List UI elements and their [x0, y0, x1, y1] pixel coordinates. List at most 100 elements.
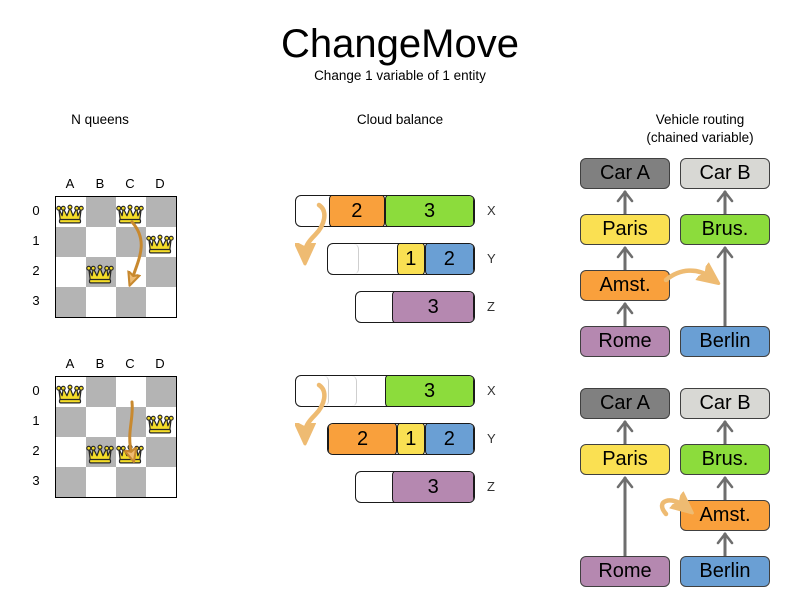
cloud-free-space-X-2	[357, 376, 385, 406]
board-cell-D3[interactable]	[146, 287, 176, 317]
board-cell-C1[interactable]	[116, 407, 146, 437]
board-cell-C1[interactable]	[116, 227, 146, 257]
board-cell-B0[interactable]	[86, 197, 116, 227]
board-cell-A1[interactable]	[56, 407, 86, 437]
board-cell-B2[interactable]	[86, 437, 116, 467]
cloud-process-Z-1[interactable]: 3	[392, 292, 474, 322]
section-heading-vehicle-routing-line1: Vehicle routing	[655, 112, 745, 127]
board-cell-B3[interactable]	[86, 287, 116, 317]
board-cell-A3[interactable]	[56, 467, 86, 497]
board-cell-C0[interactable]	[116, 197, 146, 227]
board-cell-A3[interactable]	[56, 287, 86, 317]
board-cell-D0[interactable]	[146, 377, 176, 407]
board-cell-C2[interactable]	[116, 437, 146, 467]
board-rank-label-0: 0	[32, 203, 40, 218]
cloud-bar-X[interactable]: 3	[295, 375, 475, 407]
cloud-bar-Z[interactable]: 3	[355, 471, 475, 503]
vrp-node-rome[interactable]: Rome	[580, 556, 670, 587]
vrp-node-rome[interactable]: Rome	[580, 326, 670, 357]
vrp-node-paris[interactable]: Paris	[580, 444, 670, 475]
board-cell-D2[interactable]	[146, 257, 176, 287]
board-cell-A1[interactable]	[56, 227, 86, 257]
page-subtitle: Change 1 variable of 1 entity	[314, 68, 486, 83]
cloud-process-Y-2[interactable]: 1	[397, 244, 425, 274]
cloud-process-Y-1[interactable]: 1	[397, 424, 425, 454]
nqueens-board-after[interactable]: A B C D 0 1 2 3	[30, 350, 190, 510]
board-cell-B3[interactable]	[86, 467, 116, 497]
board-file-label-D: D	[155, 356, 165, 371]
cloud-process-X-1[interactable]: 2	[328, 196, 385, 226]
vrp-node-brus[interactable]: Brus.	[680, 444, 770, 475]
vrp-node-carB[interactable]: Car B	[680, 158, 770, 189]
section-heading-vehicle-routing-line2: (chained variable)	[646, 130, 754, 146]
board-cell-A2[interactable]	[56, 257, 86, 287]
vrp-node-carA[interactable]: Car A	[580, 158, 670, 189]
board-rank-label-2: 2	[32, 443, 40, 458]
board-cell-D2[interactable]	[146, 437, 176, 467]
board-file-label-D: D	[155, 176, 165, 191]
cloud-process-Y-2[interactable]: 2	[424, 424, 474, 454]
cloud-computer-label-Y: Y	[487, 431, 496, 446]
cloud-free-space-Z-0	[356, 472, 392, 502]
board-rank-label-0: 0	[32, 383, 40, 398]
vrp-node-carB[interactable]: Car B	[680, 388, 770, 419]
board-cell-B0[interactable]	[86, 377, 116, 407]
cloud-free-space-Y-0	[328, 244, 359, 274]
cloud-process-X-2[interactable]: 3	[385, 196, 474, 226]
cloud-computer-label-Z: Z	[487, 299, 495, 314]
board-cell-C3[interactable]	[116, 467, 146, 497]
vrp-node-carA[interactable]: Car A	[580, 388, 670, 419]
cloud-process-X-3[interactable]: 3	[385, 376, 474, 406]
board-rank-label-1: 1	[32, 413, 40, 428]
board-rank-label-3: 3	[32, 473, 40, 488]
board-cell-A2[interactable]	[56, 437, 86, 467]
board-file-label-B: B	[95, 356, 105, 371]
vrp-node-amst[interactable]: Amst.	[680, 500, 770, 531]
cloud-free-space-X-0	[296, 196, 329, 226]
cloud-bar-Z[interactable]: 3	[355, 291, 475, 323]
board-cell-A0[interactable]	[56, 197, 86, 227]
vehicle-routing-before[interactable]: Car A Car B Paris Brus. Amst. Rome Berlin	[580, 158, 800, 358]
cloud-free-space-X-0	[296, 376, 329, 406]
vrp-node-berlin[interactable]: Berlin	[680, 556, 770, 587]
vrp-node-brus[interactable]: Brus.	[680, 214, 770, 245]
board-cell-D1[interactable]	[146, 407, 176, 437]
board-cell-D0[interactable]	[146, 197, 176, 227]
board-cell-B1[interactable]	[86, 407, 116, 437]
cloud-free-space-Z-0	[356, 292, 392, 322]
board-file-label-A: A	[65, 356, 75, 371]
board-cell-C2[interactable]	[116, 257, 146, 287]
vrp-node-amst[interactable]: Amst.	[580, 270, 670, 301]
cloud-computer-label-Y: Y	[487, 251, 496, 266]
board-file-label-B: B	[95, 176, 105, 191]
cloud-computer-label-Z: Z	[487, 479, 495, 494]
vrp-node-berlin[interactable]: Berlin	[680, 326, 770, 357]
board-file-label-C: C	[125, 356, 135, 371]
board-cell-A0[interactable]	[56, 377, 86, 407]
chessboard-grid	[55, 196, 177, 318]
board-cell-C3[interactable]	[116, 287, 146, 317]
board-cell-C0[interactable]	[116, 377, 146, 407]
vrp-node-paris[interactable]: Paris	[580, 214, 670, 245]
board-cell-D1[interactable]	[146, 227, 176, 257]
cloud-computer-label-X: X	[487, 203, 496, 218]
board-rank-label-1: 1	[32, 233, 40, 248]
cloud-computer-label-X: X	[487, 383, 496, 398]
board-cell-B1[interactable]	[86, 227, 116, 257]
section-heading-nqueens: N queens	[71, 112, 129, 127]
board-cell-D3[interactable]	[146, 467, 176, 497]
board-file-label-A: A	[65, 176, 75, 191]
board-file-label-C: C	[125, 176, 135, 191]
section-heading-vehicle-routing: Vehicle routing (chained variable)	[600, 111, 800, 147]
cloud-process-Y-3[interactable]: 2	[424, 244, 474, 274]
vehicle-routing-after[interactable]: Car A Car B Paris Brus. Amst. Rome Berlin	[580, 388, 800, 588]
cloud-process-Z-1[interactable]: 3	[392, 472, 474, 502]
board-cell-B2[interactable]	[86, 257, 116, 287]
cloud-process-Y-0[interactable]: 2	[328, 424, 398, 454]
